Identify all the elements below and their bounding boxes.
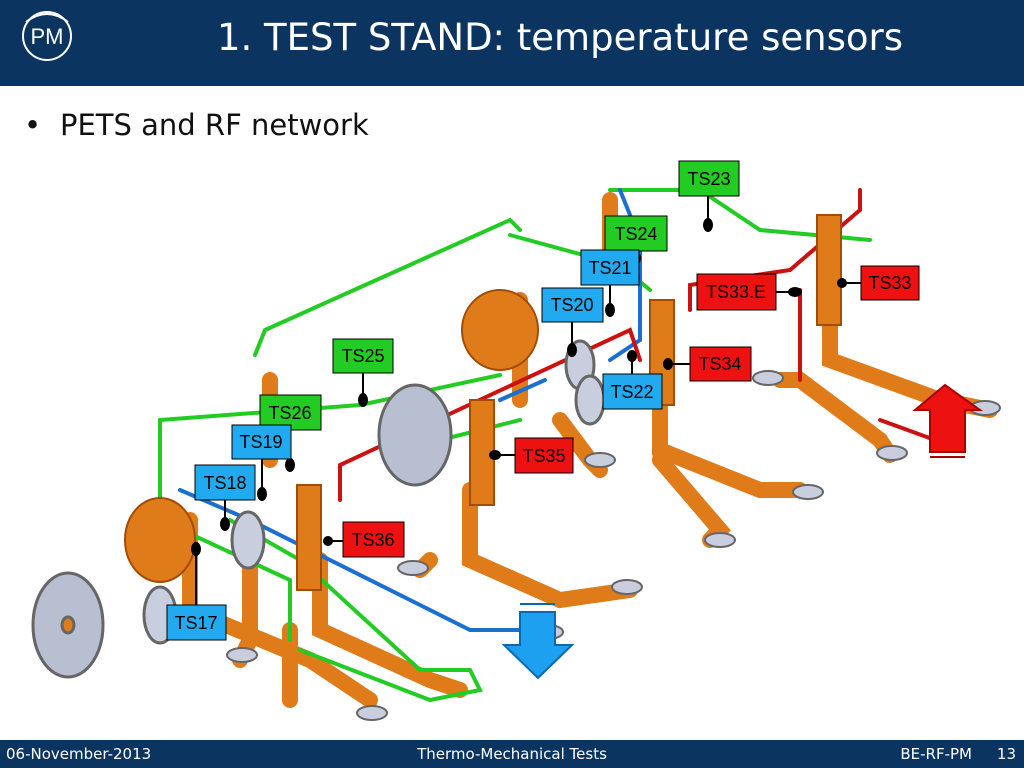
sensor-label-ts26: TS26 — [259, 394, 322, 431]
svg-text:TS21: TS21 — [588, 258, 631, 278]
svg-text:TS23: TS23 — [687, 169, 730, 189]
sensor-label-ts17: TS17 — [166, 604, 227, 641]
bullet-symbol: • — [24, 108, 42, 142]
sensor-label-ts21: TS21 — [580, 249, 640, 286]
inlet-arrow — [912, 383, 984, 458]
sensor-label-ts23: TS23 — [678, 160, 740, 197]
sensor-label-ts34: TS34 — [689, 346, 752, 382]
outlet-arrow — [501, 603, 575, 680]
svg-text:TS17: TS17 — [174, 613, 217, 633]
sensor-label-ts19: TS19 — [231, 424, 292, 460]
bullet-text: PETS and RF network — [60, 108, 369, 142]
svg-text:TS33.E: TS33.E — [706, 282, 766, 302]
svg-text:TS36: TS36 — [351, 530, 394, 550]
pets-bodies — [124, 214, 842, 591]
sensor-label-ts20: TS20 — [541, 287, 604, 323]
sensor-label-ts22: TS22 — [602, 373, 663, 410]
page-number: 13 — [996, 745, 1016, 763]
red-cooling-circuit — [338, 188, 937, 502]
svg-text:TS26: TS26 — [268, 403, 311, 423]
footer-bar: 06-November-2013 Thermo-Mechanical Tests… — [0, 740, 1024, 768]
sensor-label-ts33e: TS33.E — [696, 273, 777, 311]
test-stand-diagram: TS23 TS24 TS21 TS20 TS33.E TS33 TS25 TS3… — [31, 160, 1001, 721]
sensor-label-ts36: TS36 — [342, 521, 405, 558]
svg-text:TS35: TS35 — [522, 446, 565, 466]
blue-cooling-circuit — [178, 188, 642, 632]
svg-text:TS34: TS34 — [698, 354, 741, 374]
footer-group: BE-RF-PM — [900, 745, 972, 763]
svg-text:TS33: TS33 — [868, 273, 911, 293]
slide-title: 1. TEST STAND: temperature sensors — [216, 16, 904, 59]
header-bar: PM 1. TEST STAND: temperature sensors — [0, 0, 1024, 86]
svg-text:TS18: TS18 — [203, 473, 246, 493]
sensor-label-ts35: TS35 — [514, 437, 574, 474]
footer-title: Thermo-Mechanical Tests — [417, 745, 607, 763]
sensor-label-ts24: TS24 — [604, 215, 668, 252]
pm-logo: PM — [22, 11, 72, 61]
logo-text: PM — [31, 24, 64, 49]
svg-text:TS24: TS24 — [614, 224, 657, 244]
sensor-label-ts18: TS18 — [194, 464, 256, 501]
svg-text:TS25: TS25 — [341, 346, 384, 366]
svg-text:TS19: TS19 — [239, 432, 282, 452]
sensor-label-ts33: TS33 — [860, 265, 920, 301]
bullet-item: • PETS and RF network — [24, 108, 369, 142]
sensor-label-ts25: TS25 — [332, 338, 394, 374]
svg-text:TS20: TS20 — [550, 295, 593, 315]
footer-date: 06-November-2013 — [6, 745, 152, 763]
svg-text:TS22: TS22 — [610, 382, 653, 402]
